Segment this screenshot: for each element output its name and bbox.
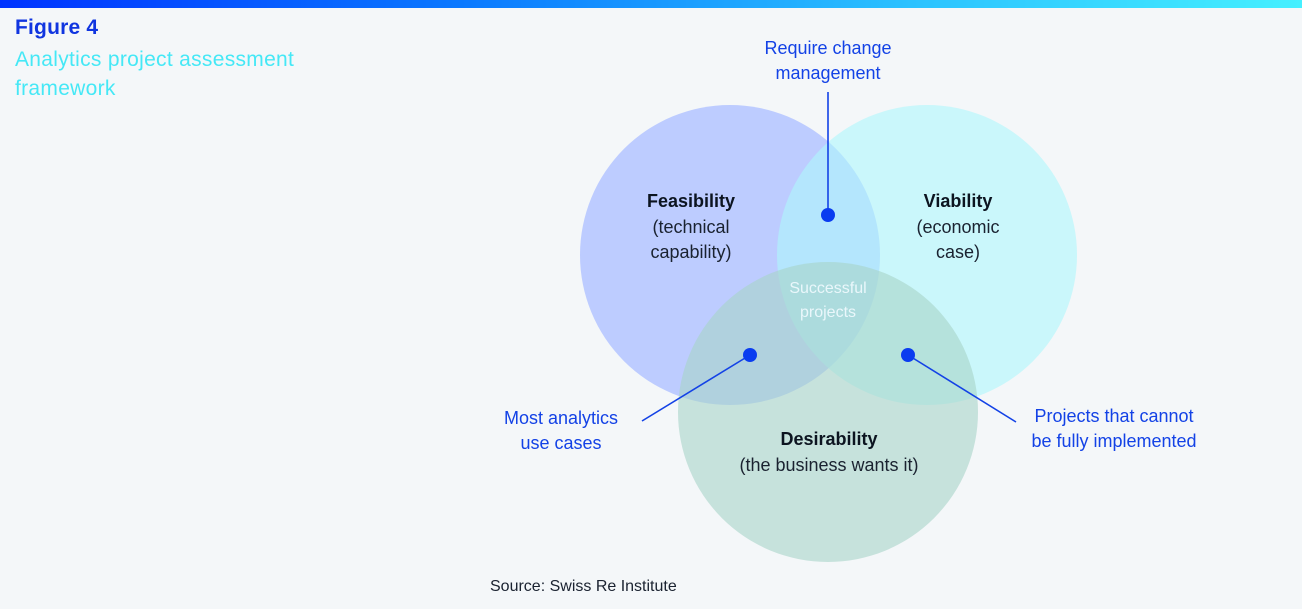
desirability-sub-1: (the business wants it)	[739, 455, 918, 475]
callout-line-not-implemented	[907, 354, 1017, 423]
feasibility-sub-2: capability)	[650, 242, 731, 262]
viability-sub-2: case)	[936, 242, 980, 262]
figure-title: Analytics project assessment framework	[15, 48, 295, 100]
source-note: Source: Swiss Re Institute	[490, 578, 677, 595]
desirability-title: Desirability	[780, 429, 877, 449]
feasibility-title: Feasibility	[647, 191, 735, 211]
callout-dot-not-implemented	[901, 348, 915, 362]
callout-most-analytics-1: Most analytics	[504, 408, 618, 428]
center-label-2: projects	[800, 304, 856, 321]
callout-dot-change-management	[821, 208, 835, 222]
callout-not-implemented-2: be fully implemented	[1031, 431, 1196, 451]
top-accent-bar	[0, 0, 1302, 8]
viability-sub-1: (economic	[916, 217, 999, 237]
callout-change-management-2: management	[775, 63, 880, 83]
label-feasibility: Feasibility (technical capability)	[647, 191, 735, 262]
callout-not-implemented-1: Projects that cannot	[1034, 406, 1193, 426]
callout-change-management-1: Require change	[764, 38, 891, 58]
label-desirability: Desirability (the business wants it)	[739, 429, 918, 475]
center-label-1: Successful	[789, 280, 866, 297]
callout-dot-most-analytics	[743, 348, 757, 362]
figure-label: Figure 4	[15, 16, 99, 39]
label-viability: Viability (economic case)	[916, 191, 999, 262]
circle-desirability	[678, 262, 978, 562]
callout-most-analytics-2: use cases	[520, 433, 601, 453]
callout-line-most-analytics	[641, 354, 751, 422]
viability-title: Viability	[924, 191, 993, 211]
feasibility-sub-1: (technical	[652, 217, 729, 237]
